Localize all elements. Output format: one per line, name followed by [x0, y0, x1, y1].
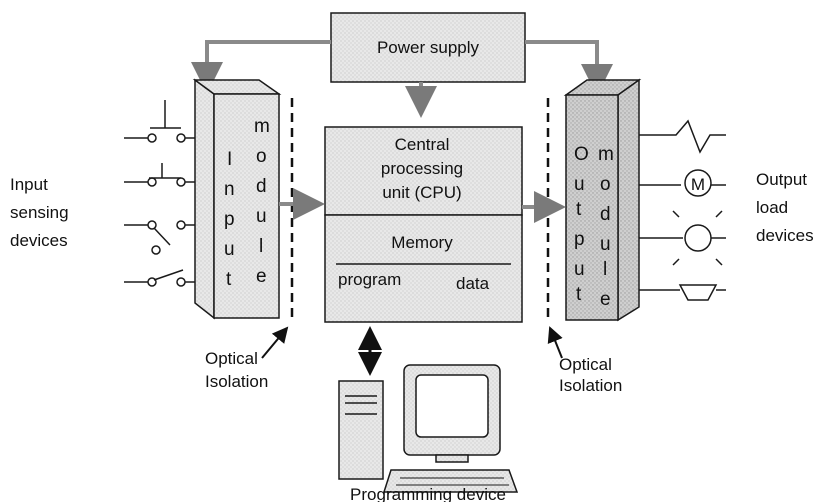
input-letter: e [256, 266, 267, 287]
horn-load-icon [678, 284, 718, 301]
cpu-label-line2: processing [381, 159, 463, 178]
power-to-output-arrow [525, 40, 613, 96]
output-letter: t [576, 284, 582, 305]
input-letter: I [227, 149, 232, 170]
output-module: O u t p u t m o d u l e [563, 78, 642, 322]
output-devices-line2: load [756, 198, 788, 217]
output-letter: l [603, 259, 607, 280]
input-devices-label: Input sensing devices [10, 175, 69, 250]
output-letter: p [574, 229, 585, 250]
float-switch [124, 220, 195, 255]
input-letter: m [254, 116, 270, 137]
output-letter: u [574, 174, 585, 195]
power-supply-box: Power supply [330, 12, 526, 83]
input-switches [124, 100, 195, 287]
power-supply-label: Power supply [377, 38, 480, 57]
input-devices-line3: devices [10, 231, 68, 250]
output-letter: u [600, 234, 611, 255]
motor-load-icon [684, 169, 712, 197]
optical-left-pointer [261, 326, 289, 359]
output-devices-line3: devices [756, 226, 814, 245]
limit-switch [124, 269, 195, 287]
memory-data-label: data [456, 274, 490, 293]
optical-right-pointer [547, 326, 563, 359]
input-letter: p [224, 209, 235, 230]
output-letter: t [576, 199, 582, 220]
output-letter: O [574, 144, 589, 165]
output-loads: M [639, 119, 726, 301]
output-letter: u [574, 259, 585, 280]
optical-left-line1: Optical [205, 349, 258, 368]
power-feed-lines [191, 40, 613, 118]
input-letter: d [256, 176, 267, 197]
pushbutton-switch-2 [124, 163, 195, 187]
output-letter: o [600, 174, 611, 195]
cpu-box: Central processing unit (CPU) [324, 126, 523, 216]
memory-box: Memory program data [324, 214, 523, 323]
input-letter: u [224, 239, 235, 260]
output-letter: m [598, 144, 614, 165]
input-letter: l [259, 236, 263, 257]
input-devices-line2: sensing [10, 203, 69, 222]
input-letter: t [226, 269, 232, 290]
output-letter: e [600, 289, 611, 310]
input-letter: o [256, 146, 267, 167]
output-letter: d [600, 204, 611, 225]
input-devices-line1: Input [10, 175, 48, 194]
optical-isolation-right-label: Optical Isolation [559, 355, 622, 395]
lamp-load-icon [684, 224, 712, 252]
input-letter: n [224, 179, 235, 200]
memory-program-label: program [338, 270, 401, 289]
cpu-label-line1: Central [395, 135, 450, 154]
optical-isolation-left-label: Optical Isolation [205, 349, 268, 391]
input-module: I n p u t m o d u l e [192, 78, 282, 320]
optical-right-line1: Optical [559, 355, 612, 374]
optical-right-line2: Isolation [559, 376, 622, 395]
heater-load-icon [639, 119, 726, 154]
output-devices-label: Output load devices [756, 170, 814, 245]
power-to-input-arrow [191, 40, 331, 94]
optical-left-line2: Isolation [205, 372, 268, 391]
monitor-icon [403, 364, 501, 463]
pushbutton-switch-1 [124, 100, 195, 143]
motor-symbol: M [691, 175, 705, 194]
programming-device-label: Programming device [350, 485, 506, 502]
keyboard-icon [382, 469, 519, 493]
cpu-label-line3: unit (CPU) [382, 183, 461, 202]
computer-tower-icon [338, 380, 384, 480]
memory-title: Memory [391, 233, 453, 252]
output-devices-line1: Output [756, 170, 807, 189]
input-letter: u [256, 206, 267, 227]
